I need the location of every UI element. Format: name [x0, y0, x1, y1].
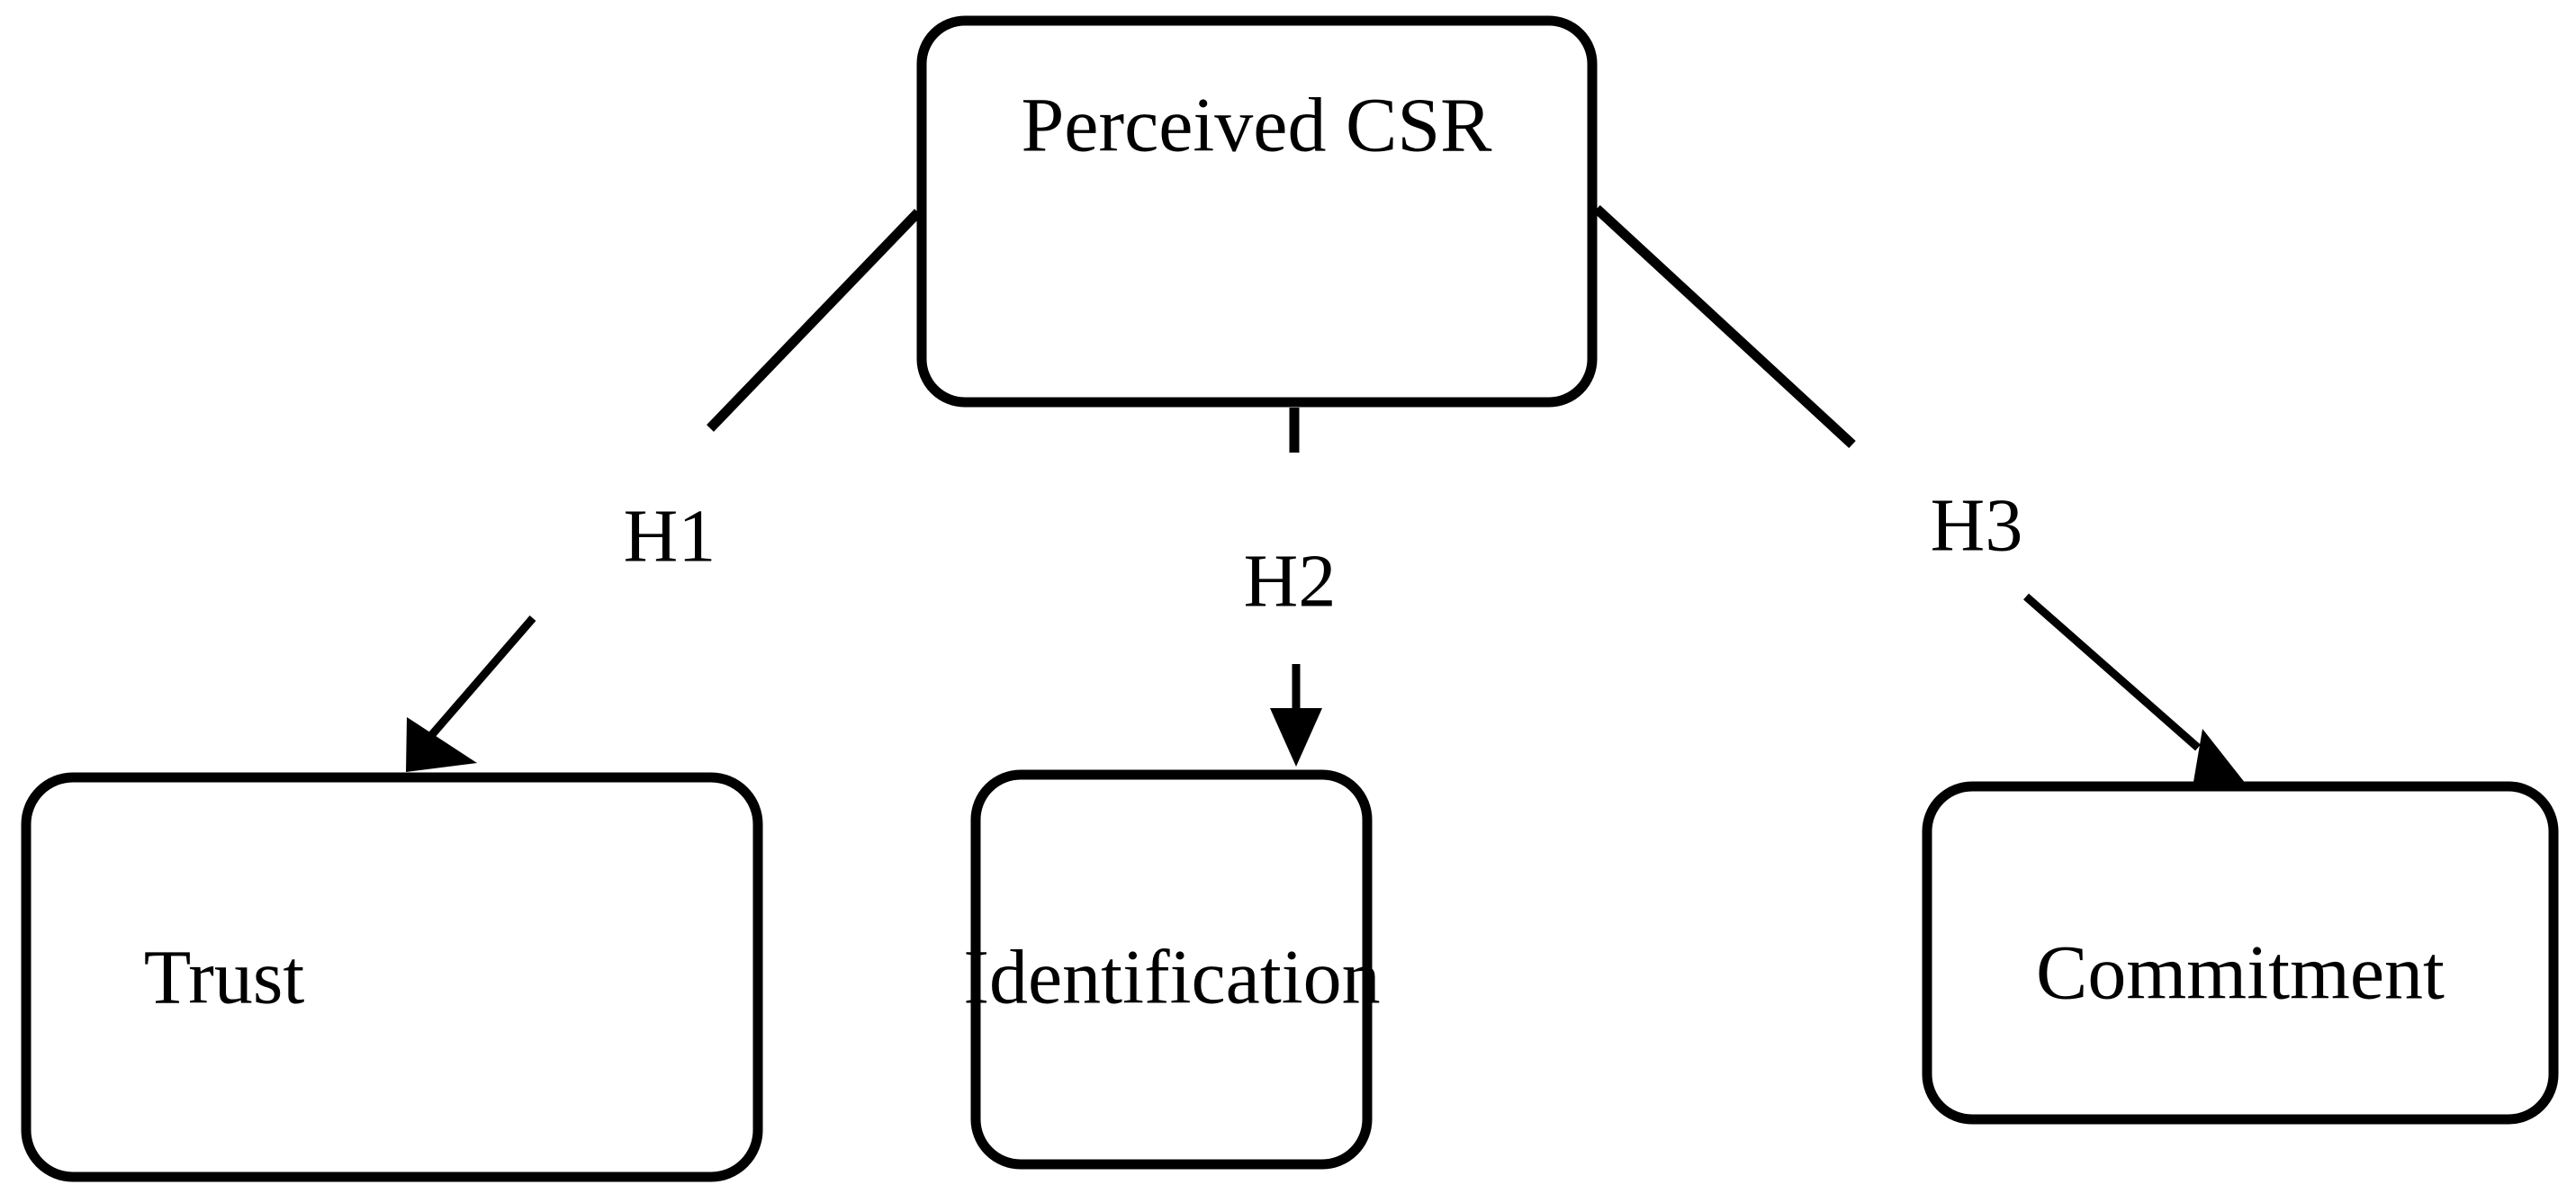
node-commitment[interactable]: Commitment [1922, 781, 2559, 1125]
node-perceived-csr-label: Perceived CSR [1021, 82, 1492, 168]
h3-arrow [2023, 593, 2246, 784]
h2-arrow [1270, 664, 1322, 767]
h1-connector-upper [707, 209, 922, 432]
h3-arrow-head [2193, 729, 2246, 784]
edge-label-h2: H2 [1244, 539, 1337, 623]
node-identification-box[interactable] [970, 769, 1373, 1170]
node-perceived-csr[interactable]: Perceived CSR [916, 15, 1598, 408]
node-perceived-csr-box[interactable] [916, 15, 1598, 408]
node-trust-label: Trust [144, 934, 305, 1020]
h2-arrow-head [1270, 708, 1322, 767]
edge-label-h3: H3 [1931, 483, 2023, 567]
h1-arrow-shaft [419, 615, 536, 748]
h1-arrow-head [406, 717, 477, 772]
node-trust-box[interactable] [21, 772, 763, 1182]
node-identification[interactable]: Identification [963, 769, 1381, 1170]
h3-connector-upper [1593, 204, 1856, 449]
node-commitment-label: Commitment [2036, 929, 2445, 1016]
h1-arrow [406, 615, 536, 772]
h3-arrow-shaft [2023, 593, 2201, 751]
node-commitment-box[interactable] [1922, 781, 2559, 1125]
node-trust[interactable]: Trust [21, 772, 763, 1182]
edge-label-h1: H1 [624, 494, 716, 578]
node-identification-label: Identification [963, 934, 1380, 1020]
